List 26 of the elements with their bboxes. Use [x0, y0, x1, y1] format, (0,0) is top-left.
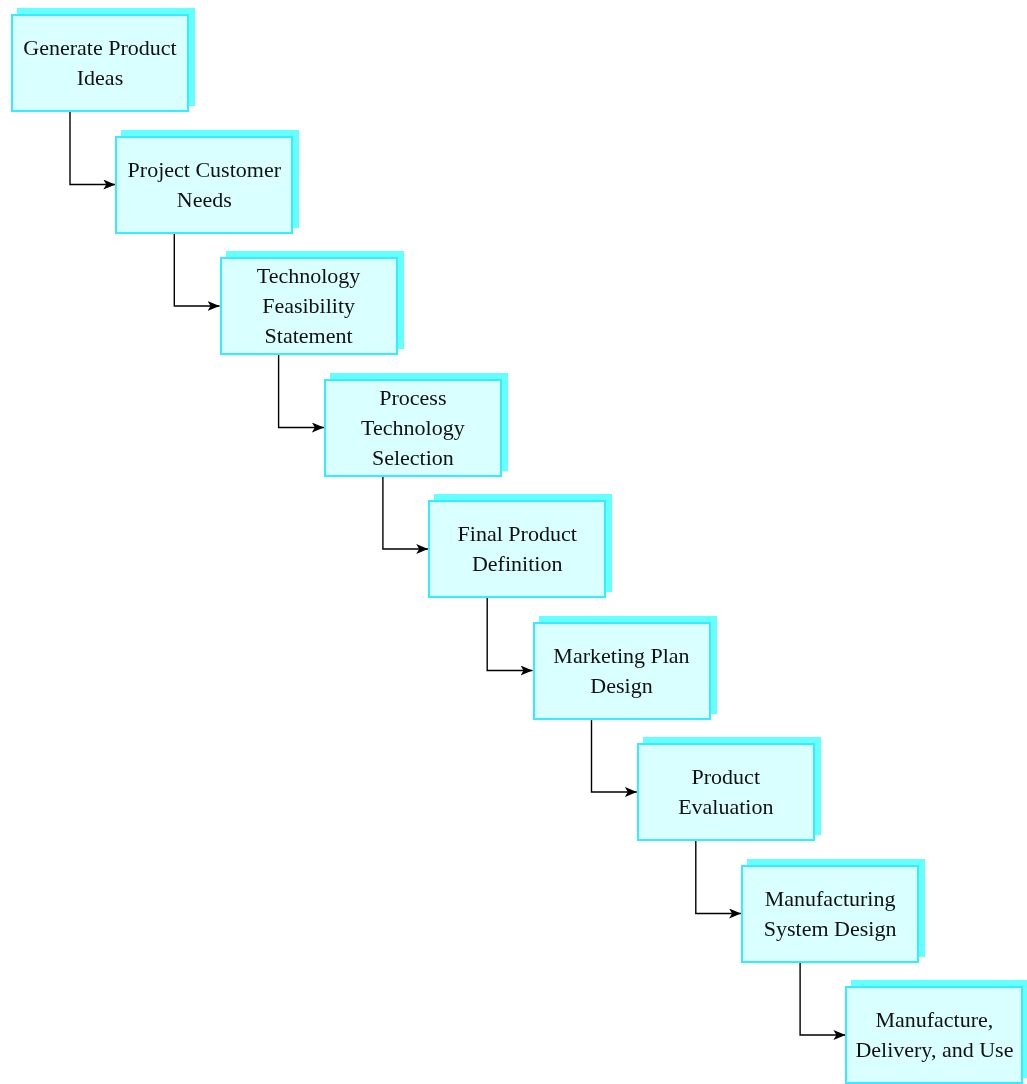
step-label: Marketing Plan Design: [552, 641, 691, 700]
arrow: [590, 718, 638, 797]
step-label: Final Product Definition: [456, 520, 578, 578]
step-label: Manufacturing System Design: [762, 884, 898, 943]
process-box: [428, 494, 613, 598]
arrow: [173, 232, 221, 311]
process-box: [219, 251, 404, 355]
process-box: [323, 372, 508, 477]
arrow: [277, 354, 325, 433]
arrow: [69, 111, 116, 190]
arrow: [799, 961, 847, 1040]
step-label: Process Technology Selection: [360, 383, 466, 472]
process-box: [115, 129, 300, 234]
arrow: [486, 597, 534, 676]
process-box: [11, 8, 195, 112]
process-box: [741, 858, 926, 963]
step-label: Project Customer Needs: [126, 155, 282, 214]
process-box: [636, 737, 821, 841]
step-label: Manufacture, Delivery, and Use: [854, 1006, 1015, 1064]
step-label: Generate Product Ideas: [22, 34, 178, 92]
step-label: Product Evaluation: [677, 763, 775, 821]
arrow: [382, 475, 429, 554]
process-box: [532, 615, 717, 720]
process-box: [845, 980, 1027, 1084]
arrow: [695, 840, 742, 919]
step-label: Technology Feasibility Statement: [255, 262, 362, 350]
